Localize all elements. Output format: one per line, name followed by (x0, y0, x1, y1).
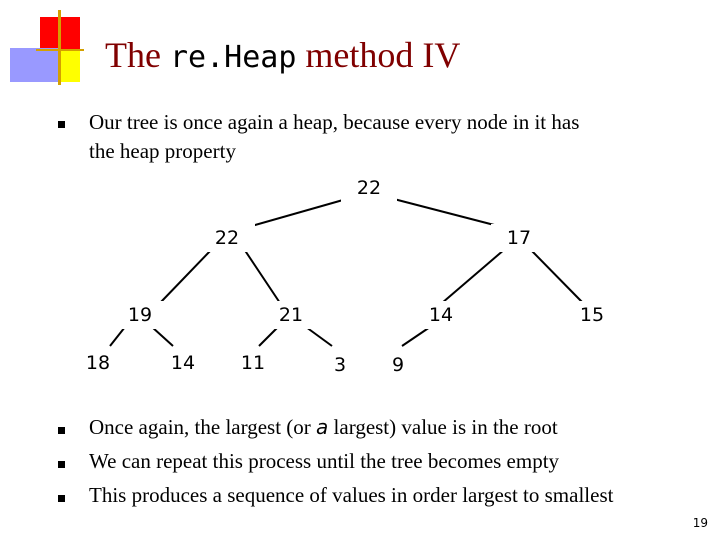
tree-node-leaf-3: 3 (312, 351, 368, 379)
edge-17-15 (529, 248, 584, 304)
edge-19-18 (109, 326, 126, 347)
bullet-text-3: We can repeat this process until the tre… (89, 449, 560, 473)
tree-node-left: 22 (199, 224, 255, 252)
bullet-text-2: Once again, the largest (or a largest) v… (89, 415, 558, 439)
edge-19-14 (151, 326, 174, 347)
tree-node-leaf-14: 14 (155, 349, 211, 377)
bullet-text-1: Our tree is once again a heap, because e… (89, 108, 579, 166)
edge-22-19 (159, 248, 213, 304)
edge-14-9 (401, 326, 431, 347)
bullet-text-4: This produces a sequence of values in or… (89, 483, 614, 507)
bullet-1-line-1: Our tree is once again a heap, because e… (89, 110, 580, 134)
tree-node-right-right: 15 (564, 301, 620, 329)
edge-22-17 (389, 197, 503, 228)
tree-node-left-left: 19 (112, 301, 168, 329)
page-number: 19 (692, 516, 708, 530)
corner-decoration (0, 0, 84, 85)
tree-node-right-left: 14 (413, 301, 469, 329)
slide-title: The re.Heap method IV (105, 35, 461, 75)
tree-node-right: 17 (491, 224, 547, 252)
tree-node-leaf-9: 9 (370, 351, 426, 379)
tree-node-root: 22 (341, 174, 397, 202)
tree-node-left-right: 21 (263, 301, 319, 329)
title-code: re.Heap (169, 40, 297, 75)
tree-node-leaf-11: 11 (225, 349, 281, 377)
deco-violet-square (10, 48, 58, 82)
bullet-marker (58, 121, 65, 128)
edge-17-14 (441, 248, 506, 304)
deco-vertical-line (58, 10, 61, 85)
bullet-marker (58, 461, 65, 468)
edge-22-21 (243, 248, 281, 304)
edge-21-3 (305, 326, 333, 347)
bullet-marker (58, 495, 65, 502)
bullet-1-line-2: the heap property (89, 139, 236, 163)
tree-node-leaf-18: 18 (70, 349, 126, 377)
bullet-marker (58, 427, 65, 434)
italic-a: a (316, 415, 329, 439)
edge-21-11 (258, 326, 279, 347)
edge-22-22 (247, 197, 351, 228)
deco-horizontal-line (36, 49, 84, 51)
